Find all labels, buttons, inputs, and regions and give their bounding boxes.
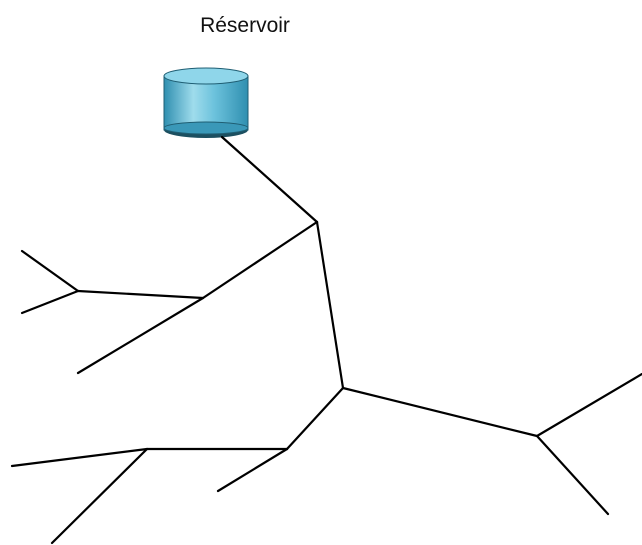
pipe-trunk: [315, 220, 345, 390]
pipe-lower-left-spur: [216, 447, 289, 493]
pipe-lower-right-top: [535, 372, 642, 438]
pipe-upper-left: [76, 289, 205, 300]
pipe-lower-far-left: [10, 447, 149, 468]
pipe-upper-branch: [201, 220, 319, 300]
pipe-upper-left-top: [20, 249, 80, 293]
pipe-main-supply: [220, 135, 319, 224]
pipe-lower-far-left-down: [50, 447, 149, 545]
pipe-upper-left-bottom: [20, 289, 80, 315]
pipe-network: [10, 135, 642, 545]
reservoir-tank-icon: [163, 67, 249, 138]
pipe-lower-right: [341, 386, 539, 438]
reservoir-label: Réservoir: [200, 14, 290, 37]
pipe-upper-lower-spur: [76, 296, 205, 375]
pipe-lower-left: [285, 386, 345, 451]
pipe-lower-right-bottom: [535, 434, 610, 516]
